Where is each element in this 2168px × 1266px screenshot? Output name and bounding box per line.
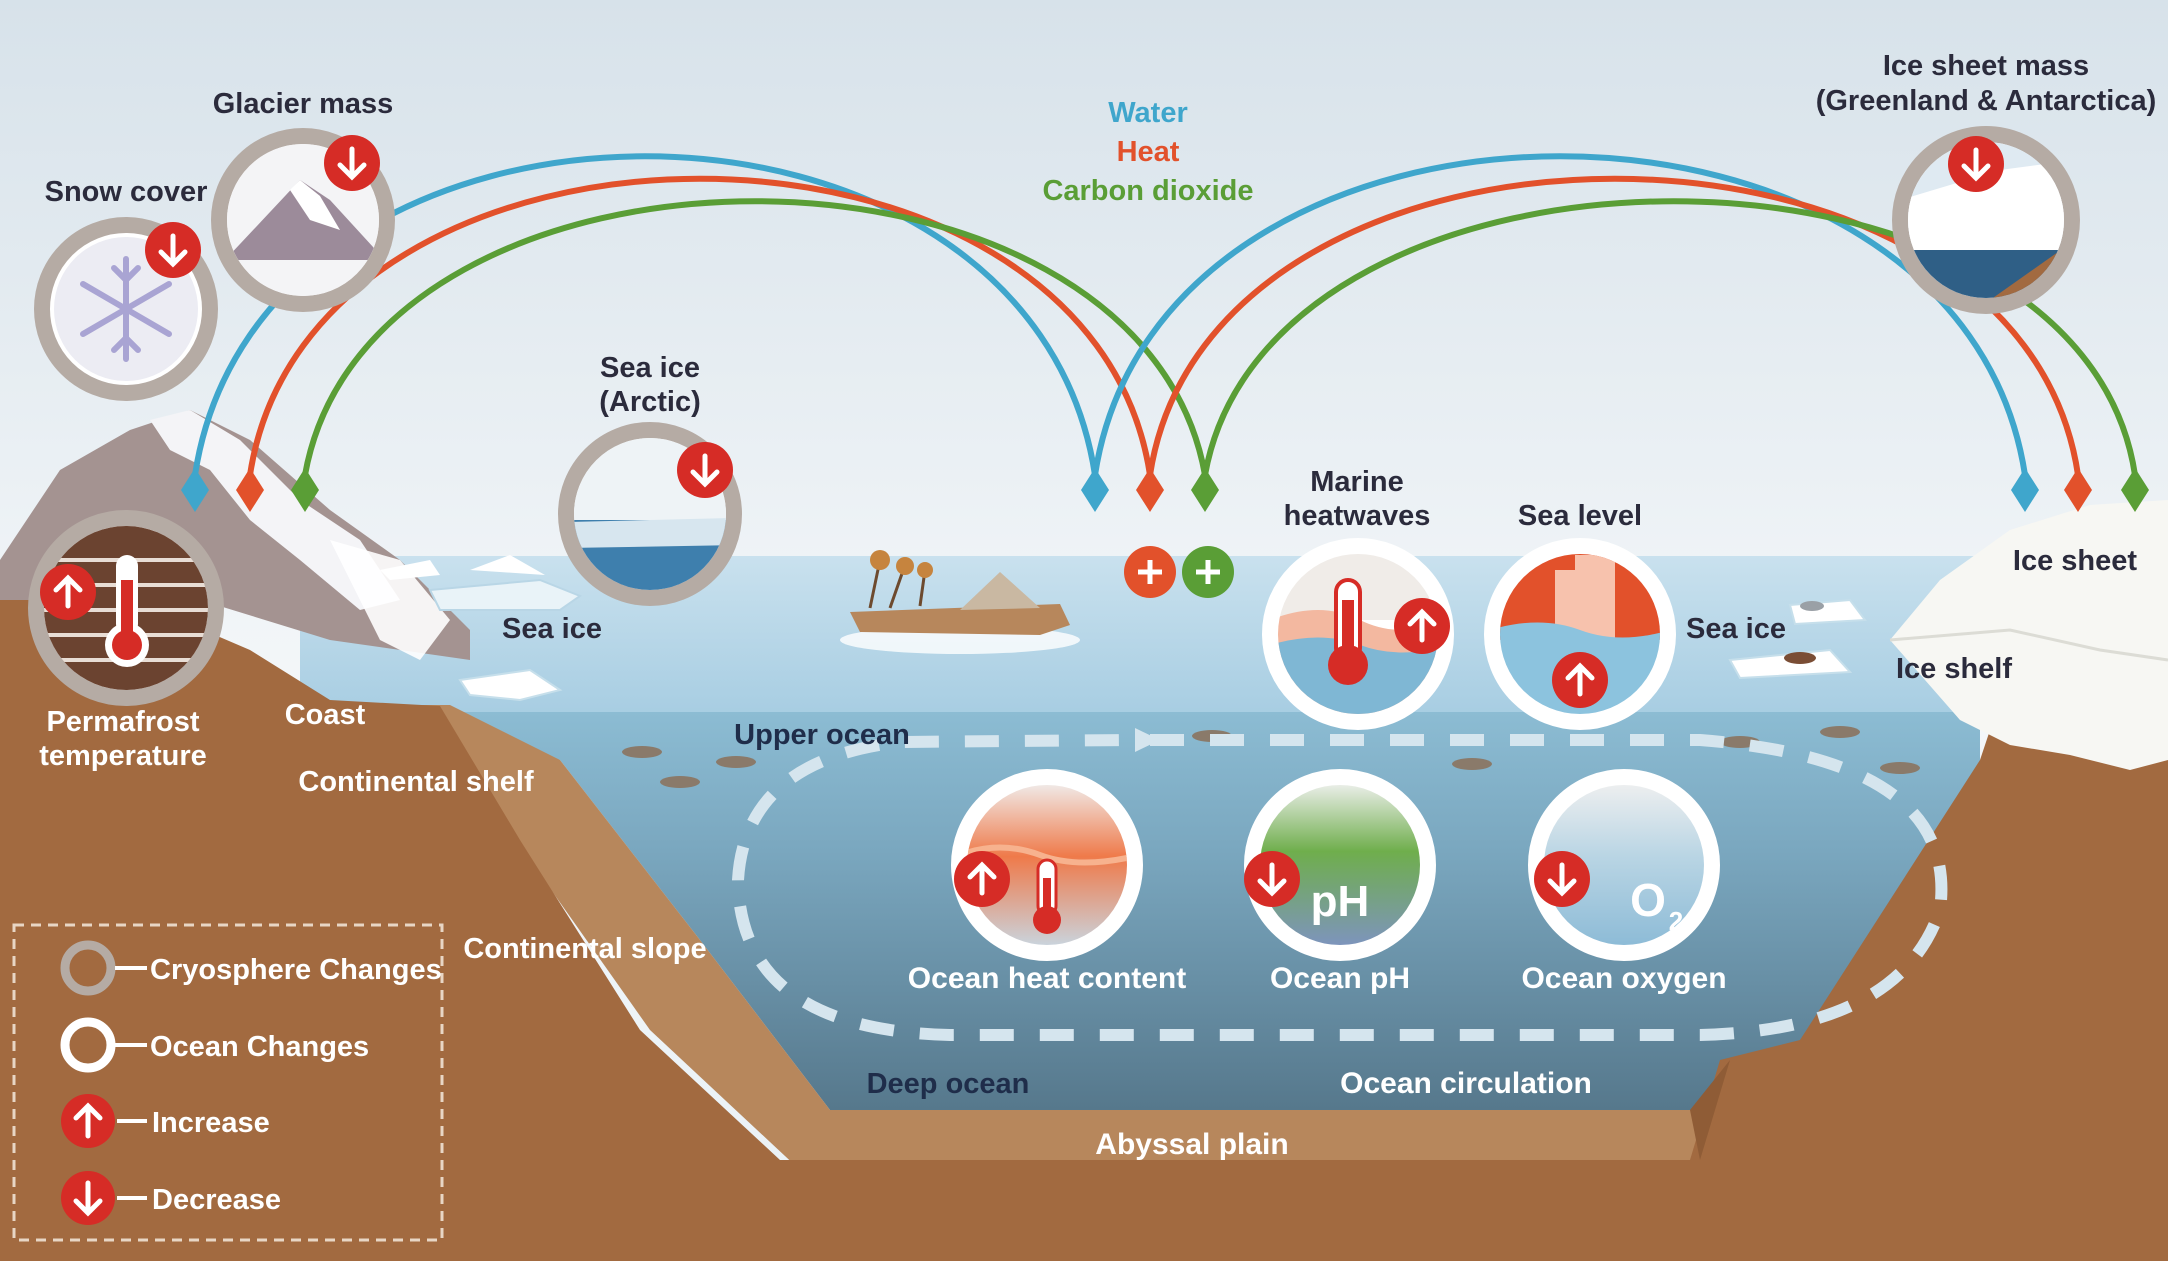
- sea-ice-arctic-label-1: Sea ice: [600, 352, 700, 384]
- legend-increase-label: Increase: [152, 1107, 270, 1139]
- legend-ocean-label: Ocean Changes: [150, 1031, 369, 1063]
- ridge-shadow: [1690, 1060, 1730, 1160]
- water-arc-right: [1092, 153, 2028, 476]
- permafrost-label-1: Permafrost: [46, 706, 199, 738]
- o2-subscript: 2: [1669, 906, 1683, 936]
- abyssal-plain-label: Abyssal plain: [1095, 1128, 1288, 1161]
- snow-cover-label: Snow cover: [45, 176, 208, 208]
- legend-cryosphere-item: Cryosphere Changes: [60, 940, 442, 996]
- permafrost-indicator: [28, 510, 224, 706]
- glacier-tongue: [330, 540, 450, 660]
- upper-ocean-label: Upper ocean: [734, 719, 910, 751]
- ice-sheet-mass-indicator: [1892, 126, 2080, 314]
- marine-heatwaves-label-1: Marine: [1310, 466, 1403, 498]
- ocean-oxygen-label: Ocean oxygen: [1521, 962, 1726, 995]
- o2-icon: O: [1630, 874, 1666, 926]
- ocean-circulation-loop: [731, 734, 1948, 1041]
- ocean-oxygen-indicator: O 2: [1528, 769, 1720, 961]
- thermometer-icon: [1328, 578, 1368, 685]
- ocean-heat-content-label: Ocean heat content: [908, 962, 1186, 995]
- flux-legend-water: Water: [1108, 97, 1188, 129]
- island: [840, 550, 1080, 654]
- snowflake-icon: [80, 256, 172, 362]
- ice-shelf-label: Ice shelf: [1896, 653, 2012, 685]
- legend-decrease-item: Decrease: [61, 1171, 281, 1225]
- ice-sheet-crease: [1889, 628, 2168, 662]
- cryosphere-ring-icon: [60, 940, 116, 996]
- ice-sheet-mass-label-2: (Greenland & Antarctica): [1816, 85, 2157, 117]
- plus-markers: [1124, 546, 1234, 598]
- coast-label: Coast: [285, 699, 366, 731]
- heat-arc-right: [1147, 175, 2081, 476]
- ocean-ph-indicator: pH: [1244, 769, 1436, 961]
- legend-ocean-item: Ocean Changes: [60, 1017, 369, 1073]
- heat-arc-left: [247, 175, 1153, 476]
- ocean-ph-label: Ocean pH: [1270, 962, 1410, 995]
- mountain-snow: [150, 410, 400, 610]
- snow-cover-indicator: [34, 217, 218, 401]
- carbon-arc-right: [1202, 198, 2138, 476]
- flux-legend-heat: Heat: [1117, 136, 1180, 168]
- glacier-mass-label: Glacier mass: [213, 88, 394, 120]
- glacier-mass-indicator: [211, 128, 395, 312]
- thermometer-icon: [1033, 858, 1061, 934]
- sea-ice-left-label: Sea ice: [502, 613, 602, 645]
- continental-shelf-label: Continental shelf: [298, 766, 534, 798]
- ice-sheet-mass-label-1: Ice sheet mass: [1883, 50, 2089, 82]
- right-land: [760, 700, 2168, 1261]
- continental-slope-label: Continental slope: [463, 933, 706, 965]
- ocean-ring-icon: [60, 1017, 116, 1073]
- continental-slope-land: [360, 705, 1700, 1170]
- legend-cryosphere-label: Cryosphere Changes: [150, 954, 442, 986]
- circulation-arrowhead: [1135, 728, 1160, 752]
- ocean-heat-content-indicator: [951, 769, 1143, 961]
- marine-heatwaves-label-2: heatwaves: [1284, 500, 1431, 532]
- water-arc-left: [192, 153, 1098, 476]
- flux-arrowheads: [181, 468, 2149, 512]
- sea-ice-arctic-indicator: [558, 422, 742, 606]
- deep-ocean-label: Deep ocean: [867, 1068, 1030, 1100]
- legend-decrease-label: Decrease: [152, 1184, 281, 1216]
- thermometer-icon: [105, 555, 149, 667]
- permafrost-label-2: temperature: [39, 740, 207, 772]
- sea-level-label: Sea level: [1518, 500, 1642, 532]
- marine-heatwaves-indicator: [1262, 538, 1454, 730]
- flux-legend-carbon: Carbon dioxide: [1042, 175, 1253, 207]
- sea-ice-floes: [380, 555, 1867, 702]
- flux-arcs: [192, 153, 2138, 476]
- ph-icon: pH: [1311, 877, 1370, 926]
- ice-sheet-label: Ice sheet: [2013, 545, 2137, 577]
- sea-ice-right-label: Sea ice: [1686, 613, 1786, 645]
- carbon-arc-left: [302, 198, 1208, 476]
- legend-increase-item: Increase: [61, 1094, 270, 1148]
- legend: Cryosphere Changes Ocean Changes Increas…: [12, 923, 444, 1242]
- ocean-circulation-label: Ocean circulation: [1340, 1067, 1592, 1100]
- sea-ice-arctic-label-2: (Arctic): [599, 386, 701, 418]
- sea-level-indicator: [1484, 538, 1676, 730]
